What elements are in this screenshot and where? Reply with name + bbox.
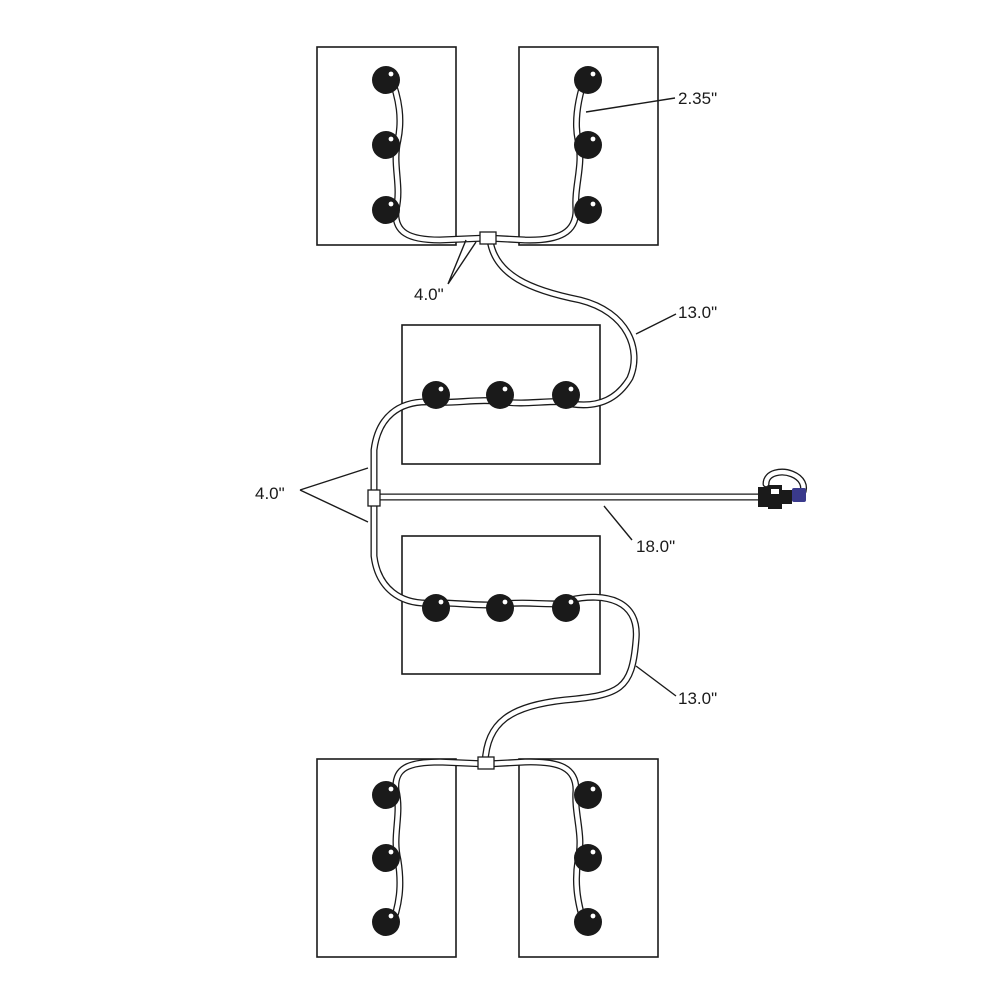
tee-fitting-icon	[367, 489, 381, 507]
battery-watering-cap-icon	[372, 66, 400, 94]
dimension-label-fill-line: 18.0"	[636, 537, 675, 556]
battery-watering-cap-icon	[372, 844, 400, 872]
quick-connect-fill-icon	[758, 485, 806, 509]
battery-watering-cap-icon	[574, 781, 602, 809]
battery-watering-cap-icon	[422, 381, 450, 409]
tee-fitting-icon	[477, 756, 495, 770]
battery-watering-cap-icon	[574, 908, 602, 936]
battery-watering-cap-icon	[574, 66, 602, 94]
dimension-label-top-tee: 4.0"	[414, 285, 444, 304]
battery-watering-cap-icon	[552, 381, 580, 409]
battery-watering-cap-icon	[574, 844, 602, 872]
dimension-label-middle-tee: 4.0"	[255, 484, 285, 503]
battery-watering-cap-icon	[372, 781, 400, 809]
battery-watering-cap-icon	[486, 381, 514, 409]
battery-watering-cap-icon	[372, 908, 400, 936]
tee-fitting-icon	[479, 231, 497, 245]
battery-watering-cap-icon	[372, 196, 400, 224]
cell-caps	[372, 66, 602, 936]
battery-watering-cap-icon	[422, 594, 450, 622]
dimension-label-lower-run: 13.0"	[678, 689, 717, 708]
dimension-leaders	[299, 97, 677, 697]
battery-watering-cap-icon	[372, 131, 400, 159]
battery-watering-cap-icon	[552, 594, 580, 622]
dimension-label-jumper: 2.35"	[678, 89, 717, 108]
battery-watering-cap-icon	[486, 594, 514, 622]
dimension-label-upper-run: 13.0"	[678, 303, 717, 322]
battery-watering-cap-icon	[574, 131, 602, 159]
battery-watering-cap-icon	[574, 196, 602, 224]
